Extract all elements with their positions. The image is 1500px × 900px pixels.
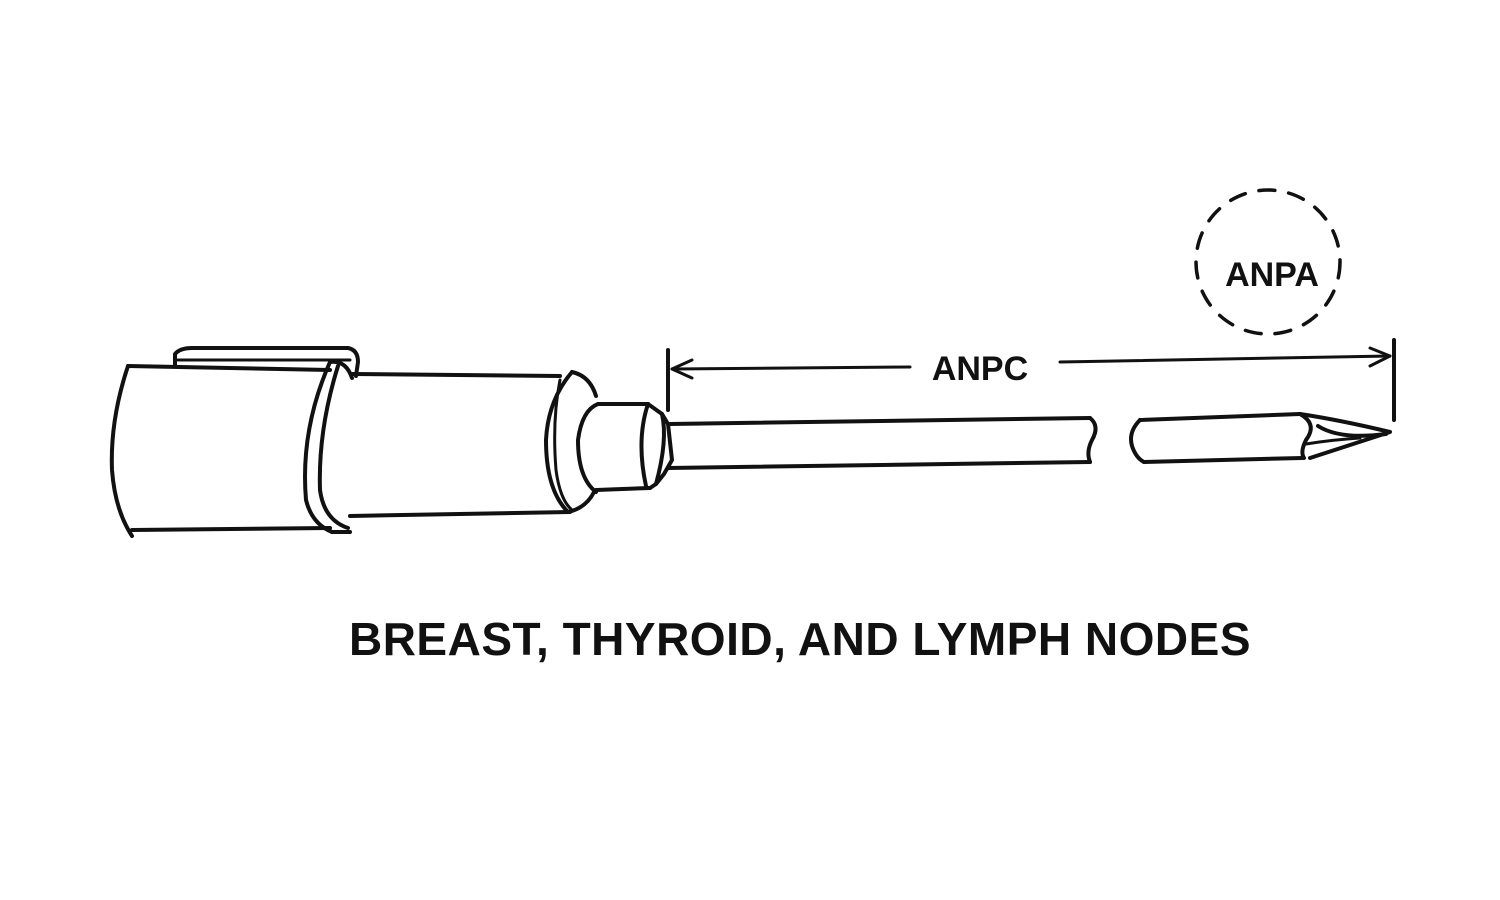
hub-mid-cylinder <box>348 372 572 518</box>
hub-clip <box>173 346 360 378</box>
diagram-caption: BREAST, THYROID, AND LYMPH NODES <box>348 613 1252 665</box>
needle-shaft-left <box>666 416 1098 470</box>
dimension-line <box>666 338 1396 422</box>
needle-bevel-tip <box>1298 412 1392 460</box>
hub-front-flange <box>544 370 598 514</box>
hub-rear-cylinder <box>109 364 332 538</box>
dimension-label: ANPC <box>932 350 1028 388</box>
hub-collar-ring <box>303 359 354 534</box>
needle-shaft-right <box>1129 412 1304 464</box>
callout-circle <box>1194 188 1342 336</box>
hub-neck <box>576 402 674 494</box>
callout-label: ANPA <box>1225 256 1319 294</box>
